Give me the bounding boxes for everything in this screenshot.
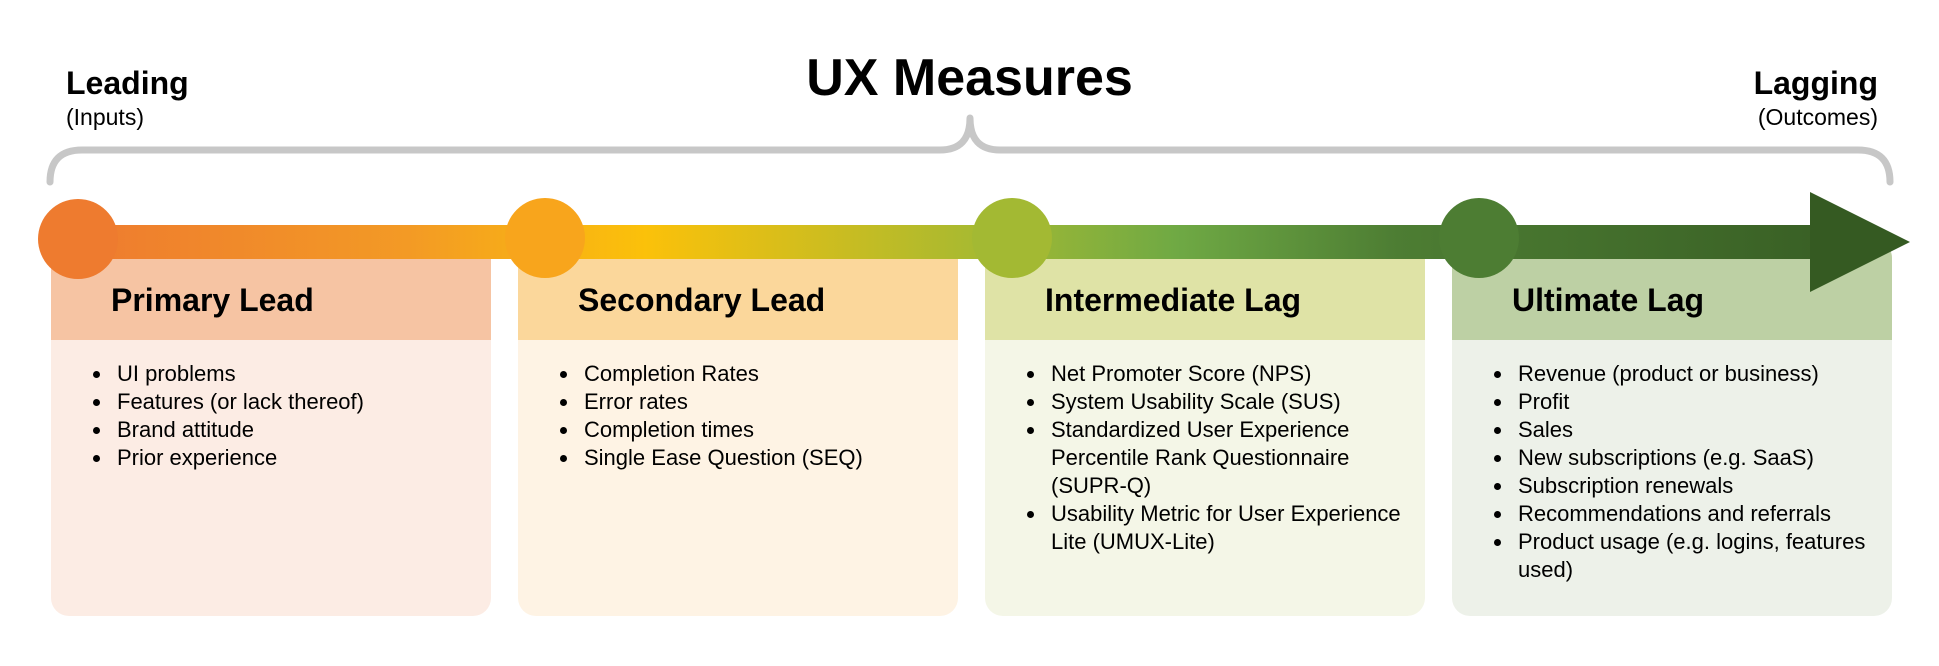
list-item: Revenue (product or business) bbox=[1514, 360, 1872, 388]
list-item: Prior experience bbox=[113, 444, 471, 472]
milestone-dot-primary-lead bbox=[38, 199, 118, 279]
list-item: Brand attitude bbox=[113, 416, 471, 444]
card-body: Revenue (product or business) Profit Sal… bbox=[1452, 340, 1892, 584]
list-item: Standardized User Experience Percentile … bbox=[1047, 416, 1405, 500]
card-body: Net Promoter Score (NPS) System Usabilit… bbox=[985, 340, 1425, 556]
list-item: Net Promoter Score (NPS) bbox=[1047, 360, 1405, 388]
list-item: Subscription renewals bbox=[1514, 472, 1872, 500]
list-item: Recommendations and referrals bbox=[1514, 500, 1872, 528]
list-item: Features (or lack thereof) bbox=[113, 388, 471, 416]
lagging-subtitle: (Outcomes) bbox=[1757, 104, 1878, 130]
list-item: Single Ease Question (SEQ) bbox=[580, 444, 938, 472]
list-item: Completion times bbox=[580, 416, 938, 444]
list-item: Profit bbox=[1514, 388, 1872, 416]
bullet-list: UI problems Features (or lack thereof) B… bbox=[51, 360, 491, 472]
bullet-list: Completion Rates Error rates Completion … bbox=[518, 360, 958, 472]
leading-subtitle: (Inputs) bbox=[66, 104, 144, 130]
card-ultimate-lag: Ultimate Lag Revenue (product or busines… bbox=[1452, 240, 1892, 616]
list-item: New subscriptions (e.g. SaaS) bbox=[1514, 444, 1872, 472]
list-item: Product usage (e.g. logins, features use… bbox=[1514, 528, 1872, 584]
arrow-head bbox=[1810, 192, 1910, 292]
milestone-dot-intermediate-lag bbox=[972, 198, 1052, 278]
lagging-title: Lagging bbox=[1753, 65, 1878, 101]
milestone-dot-secondary-lead bbox=[505, 198, 585, 278]
list-item: Error rates bbox=[580, 388, 938, 416]
diagram-title: UX Measures bbox=[806, 49, 1133, 107]
list-item: UI problems bbox=[113, 360, 471, 388]
milestone-dot-ultimate-lag bbox=[1439, 198, 1519, 278]
bullet-list: Revenue (product or business) Profit Sal… bbox=[1452, 360, 1892, 584]
lagging-label: Lagging (Outcomes) bbox=[1754, 64, 1878, 132]
card-body: UI problems Features (or lack thereof) B… bbox=[51, 340, 491, 472]
leading-label: Leading (Inputs) bbox=[66, 64, 189, 132]
leading-title: Leading bbox=[66, 65, 189, 101]
list-item: Completion Rates bbox=[580, 360, 938, 388]
list-item: System Usability Scale (SUS) bbox=[1047, 388, 1405, 416]
arrow-shaft bbox=[78, 225, 1818, 259]
card-body: Completion Rates Error rates Completion … bbox=[518, 340, 958, 472]
list-item: Sales bbox=[1514, 416, 1872, 444]
bullet-list: Net Promoter Score (NPS) System Usabilit… bbox=[985, 360, 1425, 556]
list-item: Usability Metric for User Experience Lit… bbox=[1047, 500, 1405, 556]
